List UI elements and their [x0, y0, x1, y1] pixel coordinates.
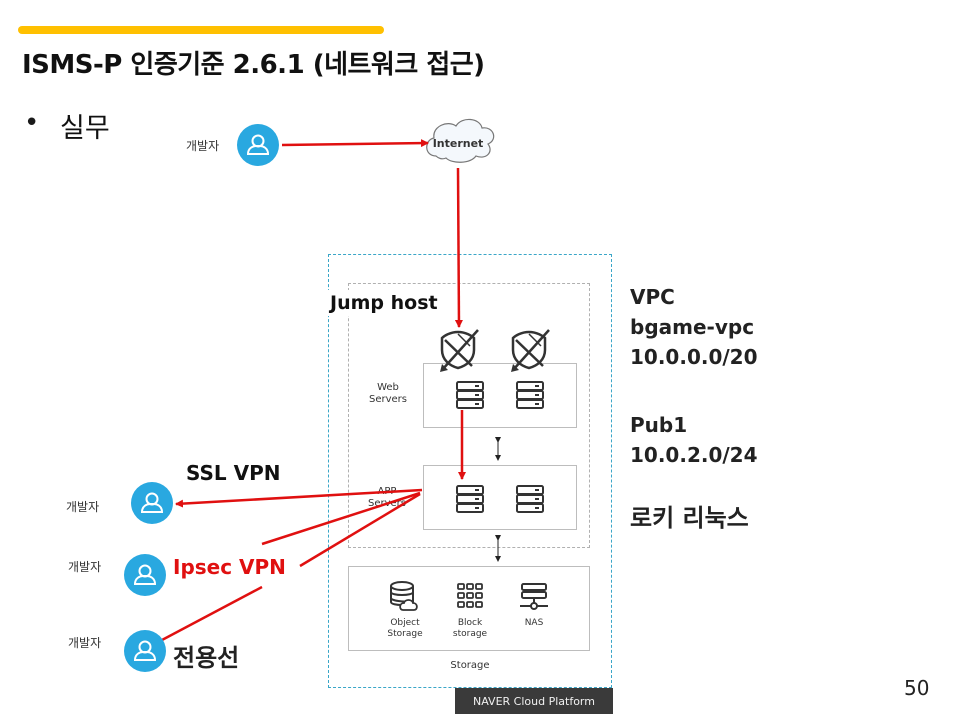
storage-group: [348, 566, 590, 651]
subnet-boundary: [348, 283, 590, 548]
developer-label: 개발자: [66, 500, 100, 514]
os-name: 로키 리눅스: [630, 504, 749, 532]
internet-label: Internet: [432, 137, 484, 150]
block-storage-label: Block storage: [452, 618, 488, 639]
vpc-name: bgame-vpc: [630, 315, 755, 339]
dedicated-line: [161, 585, 263, 642]
app-servers-group: [423, 465, 577, 530]
jump-host-label: Jump host: [326, 290, 442, 316]
person-icon: [247, 134, 269, 155]
accent-bar: [18, 26, 384, 34]
bullet-text: 실무: [60, 113, 110, 144]
nas-label: NAS: [524, 618, 544, 628]
dedicated-line-label: 전용선: [173, 644, 240, 672]
slide-title: ISMS-P 인증기준 2.6.1 (네트워크 접근): [22, 50, 485, 80]
ipsec-vpn-label: Ipsec VPN: [173, 555, 286, 579]
object-storage-label: Object Storage: [387, 618, 423, 639]
web-servers-group: [423, 363, 577, 428]
app-servers-label: APP Servers: [367, 486, 406, 509]
web-servers-label: Web Servers: [368, 382, 407, 405]
platform-badge: NAVER Cloud Platform: [455, 688, 613, 714]
developer-avatar: [124, 554, 166, 596]
developer-label: 개발자: [186, 139, 220, 153]
subnet-name: Pub1: [630, 413, 688, 437]
developer-avatar: [131, 482, 173, 524]
subnet-cidr: 10.0.2.0/24: [630, 443, 758, 467]
developer-avatar: [124, 630, 166, 672]
page-number: 50: [904, 676, 930, 700]
vpc-boundary: [328, 254, 612, 688]
person-icon: [134, 564, 156, 585]
vpc-title: VPC: [630, 285, 675, 309]
dev-internet-line: [281, 139, 429, 148]
developer-label: 개발자: [68, 636, 102, 650]
ssl-vpn-label: SSL VPN: [186, 461, 281, 485]
vpc-cidr: 10.0.0.0/20: [630, 345, 758, 369]
person-icon: [134, 640, 156, 661]
person-icon: [141, 492, 163, 513]
developer-avatar: [237, 124, 279, 166]
bullet-marker: •: [24, 108, 40, 138]
developer-label: 개발자: [68, 560, 102, 574]
storage-label: Storage: [450, 660, 490, 671]
